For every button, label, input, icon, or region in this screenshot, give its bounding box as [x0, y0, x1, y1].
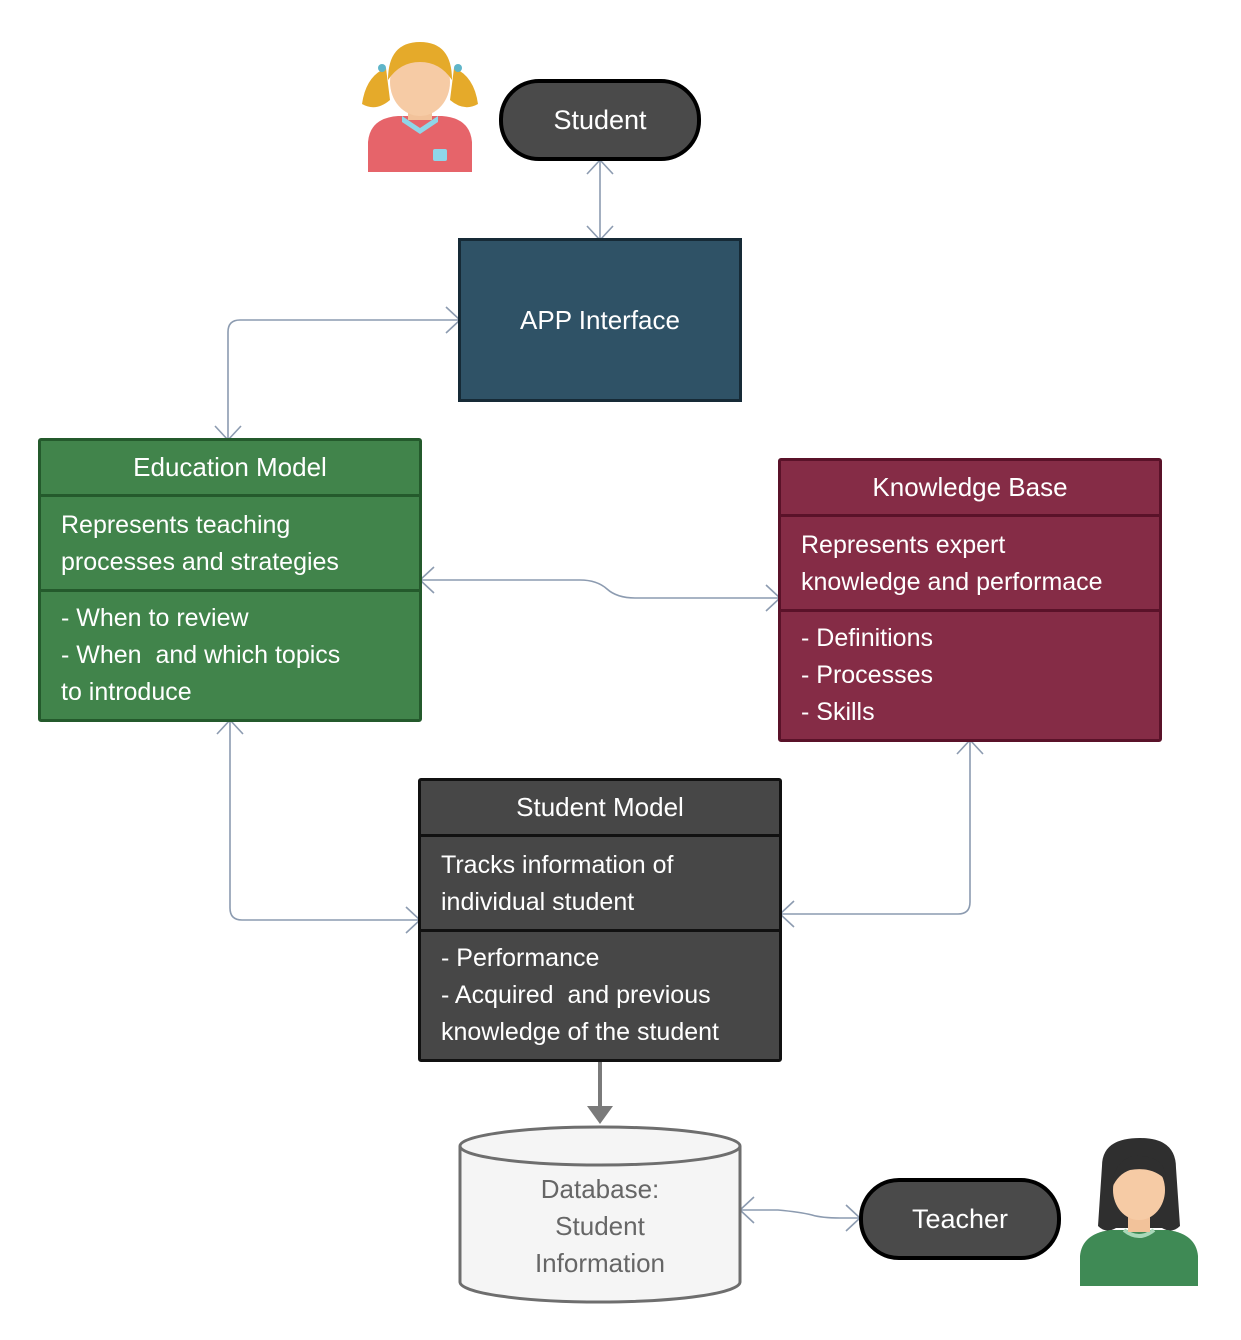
girl-student-avatar-icon	[362, 42, 478, 172]
knowledge-student-model-connector	[780, 740, 971, 915]
student-model-description: Tracks information of individual student	[421, 837, 779, 932]
database-node[interactable]: Database: Student Information	[460, 1171, 740, 1282]
app-interface-node[interactable]: APP Interface	[458, 238, 742, 402]
teacher-actor-node[interactable]: Teacher	[859, 1178, 1061, 1260]
student-model-node[interactable]: Student Model Tracks information of indi…	[418, 778, 782, 1062]
app-interface-label: APP Interface	[520, 304, 680, 335]
student-model-item: knowledge of the student	[441, 1018, 719, 1046]
arrowhead-down-icon	[587, 1106, 613, 1124]
education-model-item: - When and which topics	[61, 641, 341, 669]
knowledge-base-description: Represents expert knowledge and performa…	[781, 517, 1159, 612]
student-actor-node[interactable]: Student	[499, 79, 701, 161]
student-model-item: - Acquired and previous	[441, 981, 711, 1009]
education-model-node[interactable]: Education Model Represents teaching proc…	[38, 438, 422, 722]
education-student-model-connector	[229, 720, 420, 921]
teacher-label: Teacher	[911, 1203, 1009, 1234]
knowledge-base-description-line: Represents expert	[801, 531, 1006, 559]
database-label-line: Information	[534, 1248, 666, 1278]
education-model-description: Represents teaching processes and strate…	[41, 497, 419, 592]
student-model-items: - Performance - Acquired and previous kn…	[421, 932, 779, 1051]
education-knowledge-connector	[420, 579, 780, 599]
database-label-line: Student	[555, 1211, 645, 1241]
knowledge-base-node[interactable]: Knowledge Base Represents expert knowled…	[778, 458, 1162, 742]
knowledge-base-item: - Processes	[801, 661, 933, 689]
student-model-title: Student Model	[421, 781, 779, 837]
education-model-description-line: Represents teaching	[61, 511, 291, 539]
student-model-description-line: individual student	[441, 888, 635, 916]
database-cylinder-icon	[458, 1125, 742, 1304]
knowledge-base-items: - Definitions - Processes - Skills	[781, 612, 1159, 731]
student-model-item: - Performance	[441, 944, 600, 972]
database-teacher-connector	[740, 1209, 860, 1219]
knowledge-base-title: Knowledge Base	[781, 461, 1159, 517]
education-model-items: - When to review - When and which topics…	[41, 592, 419, 711]
student-model-description-line: Tracks information of	[441, 851, 674, 879]
knowledge-base-item: - Definitions	[801, 624, 933, 652]
education-model-description-line: processes and strategies	[61, 548, 339, 576]
knowledge-base-item: - Skills	[801, 698, 875, 726]
education-model-item: - When to review	[61, 604, 249, 632]
interface-education-connector	[227, 319, 460, 440]
education-model-title: Education Model	[41, 441, 419, 497]
knowledge-base-description-line: knowledge and performace	[801, 568, 1103, 596]
woman-teacher-avatar-icon	[1080, 1138, 1198, 1286]
database-label-line: Database:	[540, 1174, 660, 1204]
education-model-item: to introduce	[61, 678, 192, 706]
student-label: Student	[553, 104, 647, 135]
